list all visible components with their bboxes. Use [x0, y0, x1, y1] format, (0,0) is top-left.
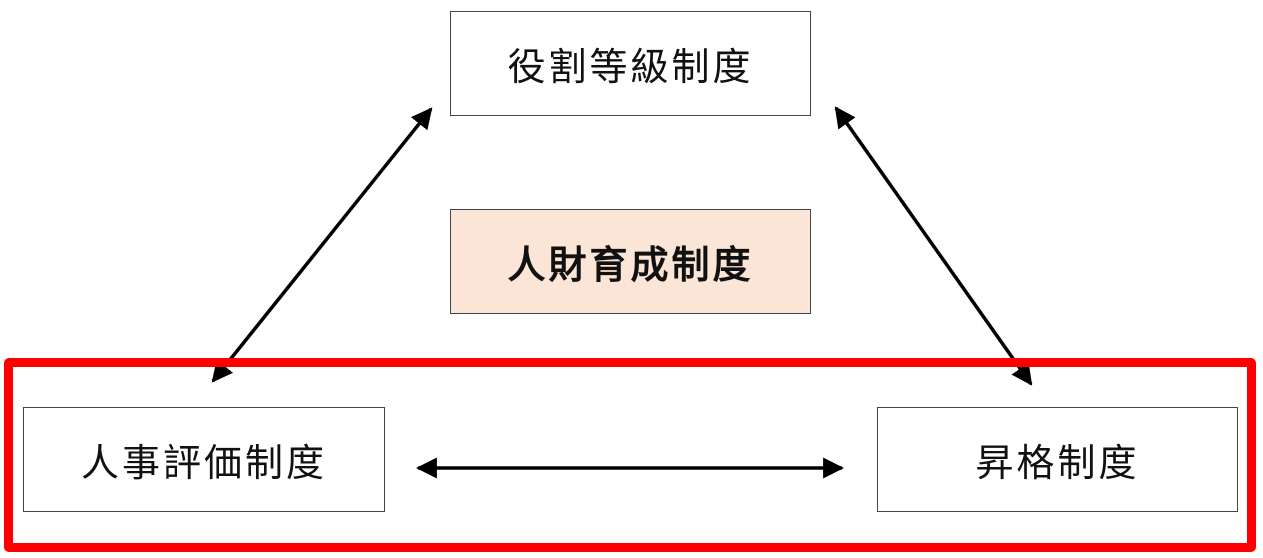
role-grade-system-box: 役割等級制度: [450, 11, 811, 116]
talent-development-system-label: 人財育成制度: [507, 242, 754, 287]
promotion-system-label: 昇格制度: [975, 441, 1140, 485]
role-grade-system-label: 役割等級制度: [507, 45, 754, 89]
personnel-evaluation-system-box: 人事評価制度: [23, 407, 385, 512]
arrow-left-top: [211, 107, 433, 383]
personnel-evaluation-system-label: 人事評価制度: [80, 441, 327, 485]
arrow-right-top: [834, 106, 1033, 386]
talent-development-system-box: 人財育成制度: [450, 209, 811, 314]
promotion-system-box: 昇格制度: [877, 407, 1238, 512]
